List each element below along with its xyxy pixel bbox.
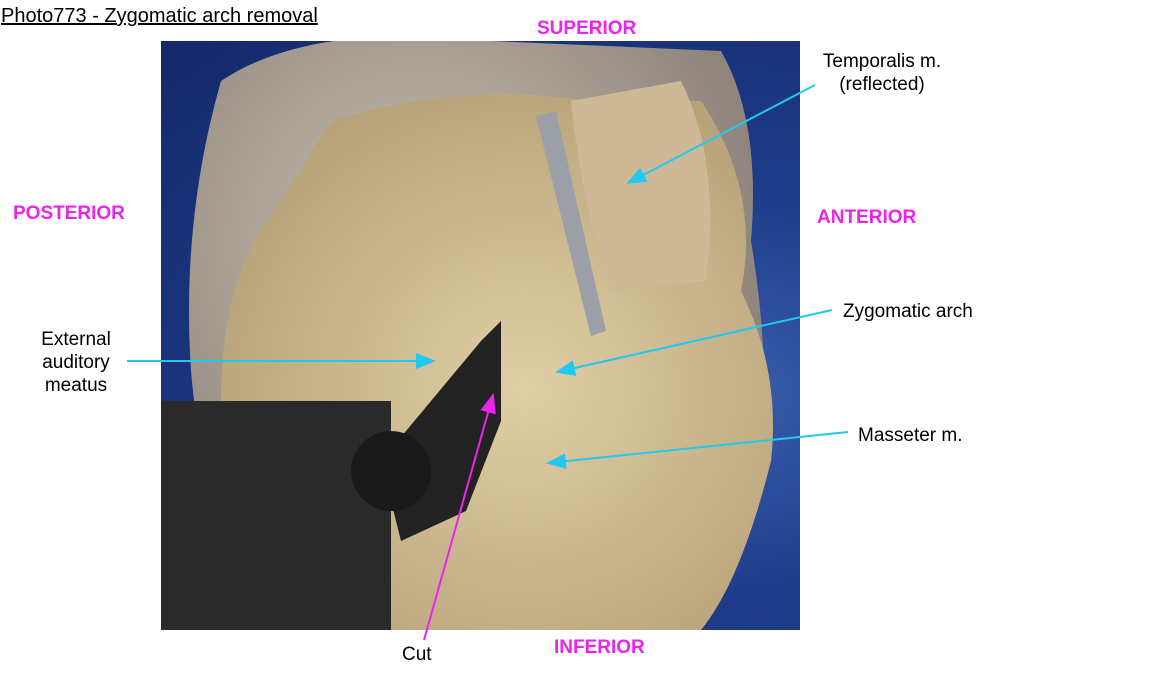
direction-inferior: INFERIOR bbox=[554, 637, 645, 658]
label-temporalis-line2: (reflected) bbox=[839, 74, 925, 95]
label-eam-line1: External bbox=[41, 329, 111, 350]
photo-illustration bbox=[161, 41, 773, 630]
label-cut: Cut bbox=[402, 644, 432, 665]
direction-anterior: ANTERIOR bbox=[817, 207, 917, 228]
label-temporalis-line1: Temporalis m. bbox=[822, 51, 942, 72]
direction-posterior: POSTERIOR bbox=[13, 203, 125, 224]
page-title: Photo773 - Zygomatic arch removal bbox=[1, 5, 318, 27]
label-eam-line2: auditory bbox=[42, 352, 110, 373]
label-eam-line3: meatus bbox=[44, 375, 108, 396]
direction-superior: SUPERIOR bbox=[537, 18, 637, 39]
label-external-auditory-meatus: External auditory meatus bbox=[16, 328, 136, 397]
forceps bbox=[536, 111, 606, 336]
label-zygomatic-arch: Zygomatic arch bbox=[843, 301, 973, 322]
dissection-photo bbox=[161, 41, 800, 630]
oscillating-tool bbox=[161, 401, 391, 630]
label-temporalis: Temporalis m. (reflected) bbox=[812, 50, 952, 96]
label-masseter: Masseter m. bbox=[858, 425, 963, 446]
